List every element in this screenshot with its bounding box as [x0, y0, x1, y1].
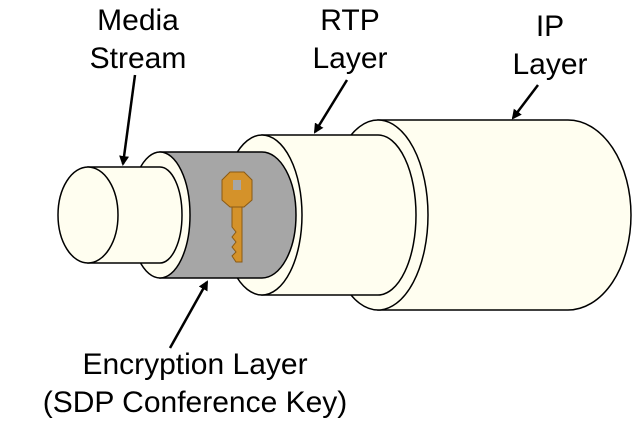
media-stream-arrow: [119, 74, 137, 166]
encryption-layer-label: Encryption Layer (SDP Conference Key): [30, 346, 360, 422]
ip-layer-label: IP Layer: [500, 8, 600, 84]
encryption-layer-arrow: [168, 280, 209, 349]
ip-layer-label-line1: IP: [535, 10, 565, 43]
rtp-layer-label: RTP Layer: [295, 2, 405, 78]
media-stream-cylinder: [57, 166, 183, 264]
encryption-layer-label-line1: Encryption Layer: [82, 348, 308, 381]
rtp-layer-label-line2: Layer: [312, 42, 388, 75]
key-icon: [221, 171, 253, 263]
ip-layer-arrow: [511, 84, 539, 120]
encryption-layer-label-line2: (SDP Conference Key): [42, 386, 348, 419]
media-stream-label-line1: Media: [97, 4, 179, 37]
rtp-layer-label-line1: RTP: [320, 4, 380, 37]
media-stream-label-line2: Stream: [89, 42, 187, 75]
ip-layer-label-line2: Layer: [512, 48, 588, 81]
media-stream-label: Media Stream: [78, 2, 198, 78]
rtp-layer-arrow: [313, 79, 349, 134]
